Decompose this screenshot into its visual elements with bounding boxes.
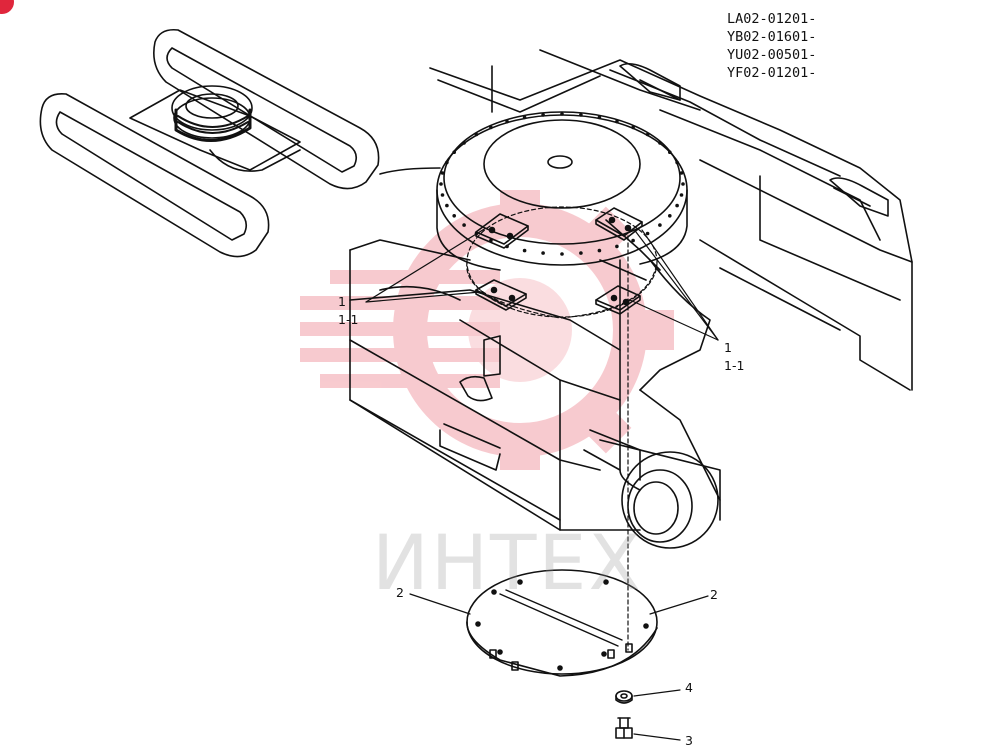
bolt-hole [668, 214, 672, 218]
callout-item-1-right: 1 [724, 340, 732, 355]
bolt-hole [522, 115, 527, 120]
bolt-hole [645, 132, 650, 137]
bolt-hole [658, 141, 662, 145]
bolt-hole [560, 112, 564, 116]
bolt-hole [541, 251, 545, 255]
bolt-hole [445, 203, 449, 208]
serial-number: YF02-01201- [727, 65, 817, 81]
top-plate-right [595, 207, 643, 241]
bolt-hole [579, 113, 583, 117]
bolt-hole [445, 160, 449, 165]
pivot-boss [599, 439, 721, 549]
bolt-hole [560, 252, 564, 256]
bolt-hole [615, 244, 619, 249]
bolt-hole [462, 141, 466, 145]
bottom-cover-plate [466, 569, 658, 677]
serial-number: LA02-01201- [727, 11, 817, 27]
bolt-hole [675, 203, 679, 208]
bolt-hole [597, 248, 602, 253]
callout-item-1-left: 1 [338, 294, 346, 309]
serial-number: YU02-00501- [727, 47, 817, 63]
upper-frame [379, 49, 913, 391]
washer-part [615, 689, 681, 704]
undercarriage-track-assembly [39, 28, 380, 258]
bolt-hole [489, 125, 493, 130]
bolt-hole [645, 231, 650, 236]
bolt-hole [579, 251, 583, 255]
lower-frame-body [349, 219, 721, 531]
leader-lines-item-1 [365, 227, 719, 341]
leader-lines-item-2 [409, 593, 709, 615]
bolt-hole [597, 115, 602, 120]
bolt-hole [675, 160, 679, 165]
callout-subitem-1-1-left: 1-1 [338, 312, 359, 327]
bolt-part [615, 717, 681, 741]
bolt-hole [631, 238, 635, 243]
bolt-hole [541, 113, 545, 117]
bolt-hole [452, 214, 457, 218]
bolt-hole [615, 119, 619, 124]
bolt-hole [631, 125, 635, 130]
callout-item-3: 3 [685, 733, 693, 748]
callout-item-4: 4 [685, 680, 693, 695]
bolt-hole [440, 171, 445, 175]
bolt-hole [462, 223, 466, 227]
bolt-hole [668, 150, 672, 154]
bolt-hole [681, 182, 685, 186]
bolt-hole [679, 193, 684, 197]
bolt-hole [440, 193, 445, 197]
bolt-hole [452, 150, 457, 154]
bolt-hole [679, 171, 684, 175]
serial-number-list: LA02-01201- YB02-01601- YU02-00501- YF02… [727, 10, 816, 82]
bolt-hole [474, 132, 479, 137]
bolt-hole [505, 119, 509, 124]
callout-item-2-left: 2 [396, 585, 404, 600]
bolt-hole [522, 248, 527, 253]
callout-subitem-1-1-right: 1-1 [724, 358, 745, 373]
bolt-hole [439, 182, 443, 186]
serial-number: YB02-01601- [727, 29, 817, 45]
bolt-hole [658, 223, 662, 227]
callout-item-2-right: 2 [710, 587, 718, 602]
